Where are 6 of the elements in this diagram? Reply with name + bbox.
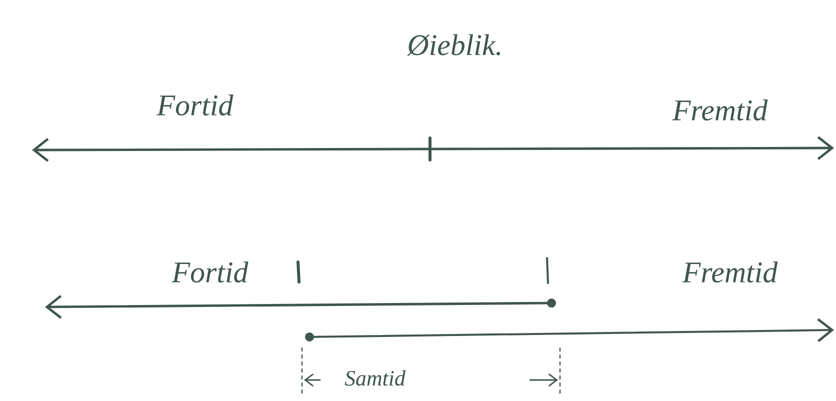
timeline-label: Fremtid [682, 261, 778, 283]
timeline-label: Fremtid [672, 99, 768, 121]
timeline-label: Øieblik. [406, 34, 500, 56]
timeline-label: Fortid [172, 261, 248, 283]
timeline-label: Fortid [156, 94, 234, 116]
span-label: Samtid [344, 370, 406, 386]
